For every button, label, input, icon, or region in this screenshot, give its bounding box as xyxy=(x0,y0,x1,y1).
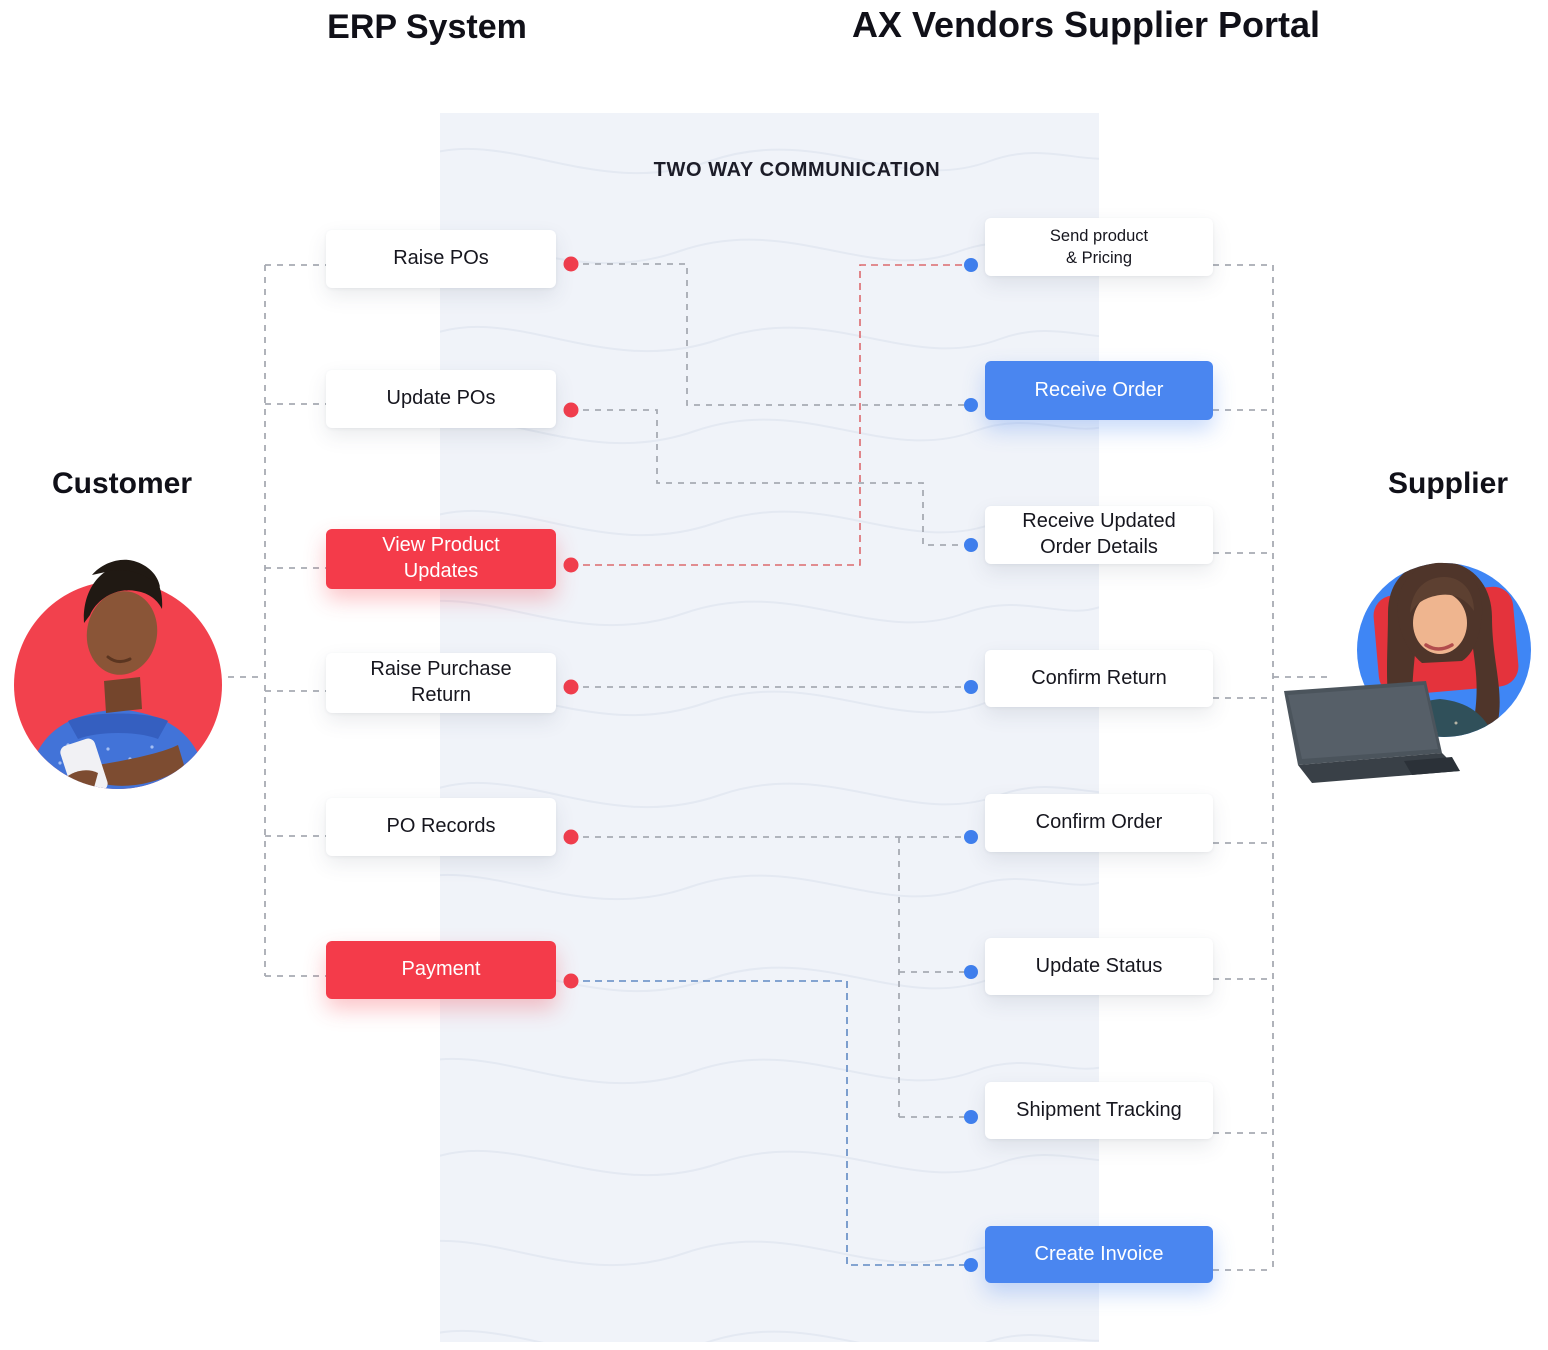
send-product-line2: & Pricing xyxy=(1065,249,1133,267)
erp-node-raise-pos: Raise POs xyxy=(326,230,556,288)
supplier-portal-title: AX Vendors Supplier Portal xyxy=(851,4,1321,45)
portal-node-receive-order: Receive Order xyxy=(985,361,1213,420)
customer-avatar xyxy=(14,559,222,789)
portal-node-create-invoice: Create Invoice xyxy=(985,1226,1213,1283)
wavy-background-pattern xyxy=(440,147,1099,1342)
customer-label: Customer xyxy=(51,467,193,500)
supplier-label: Supplier xyxy=(1387,467,1508,500)
center-panel xyxy=(440,113,1099,1342)
two-way-communication-label: TWO WAY COMMUNICATION xyxy=(653,159,941,181)
erp-node-view-product-updates: View Product Updates xyxy=(326,529,556,589)
portal-node-send-product-pricing: Send product & Pricing xyxy=(985,218,1213,276)
customer-trunk-line xyxy=(228,264,326,977)
portal-node-confirm-return: Confirm Return xyxy=(985,650,1213,707)
portal-node-confirm-order: Confirm Order xyxy=(985,794,1213,852)
portal-node-update-status: Update Status xyxy=(985,938,1213,995)
erp-node-payment: Payment xyxy=(326,941,556,999)
portal-node-receive-updated-order-details: Receive Updated Order Details xyxy=(985,506,1213,564)
erp-node-raise-purchase-return: Raise Purchase Return xyxy=(326,653,556,713)
erp-node-po-records: PO Records xyxy=(326,798,556,856)
send-product-line1: Send product xyxy=(1049,226,1149,245)
erp-system-title: ERP System xyxy=(327,8,527,46)
erp-node-update-pos: Update POs xyxy=(326,370,556,428)
portal-node-shipment-tracking: Shipment Tracking xyxy=(985,1082,1213,1139)
supplier-avatar xyxy=(1284,562,1531,783)
